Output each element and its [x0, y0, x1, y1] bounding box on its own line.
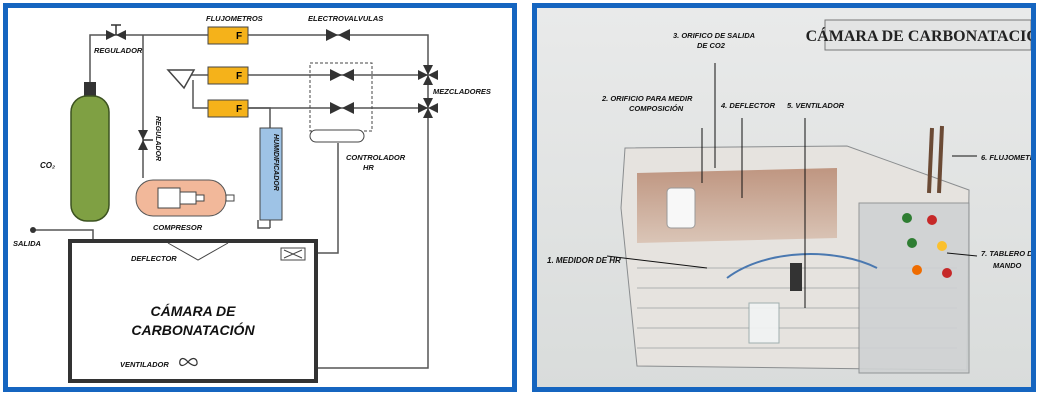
splitter-icon [168, 70, 194, 88]
callout-5: 5. VENTILADOR [787, 101, 845, 110]
flowmeter-low: F [208, 100, 248, 117]
salida-label: SALIDA [13, 239, 41, 248]
flujometros-label: FLUJOMETROS [206, 14, 263, 23]
mezcladores-label: MEZCLADORES [433, 87, 491, 96]
deflector-label: DEFLECTOR [131, 254, 177, 263]
sensor-icon [281, 248, 305, 260]
flowmeter-letter: F [236, 31, 242, 42]
compressor [136, 180, 234, 216]
chamber-photo: CÁMARA DE CARBONATACIÓN 1. MEDIDOR DE HR… [537, 8, 1031, 387]
salida-dot [30, 227, 36, 233]
flowmeter-top: F [208, 27, 248, 44]
mixer-top-icon [418, 65, 438, 85]
mixer-low-icon [418, 98, 438, 118]
carbonation-schematic: CO₂ REGULADOR F F F FLUJOMETROS REGULADO… [8, 8, 512, 387]
electrovalve-mid-icon [330, 69, 354, 81]
callout-6: 6. FLUJOMETROS [981, 153, 1031, 162]
callout-4: 4. DEFLECTOR [720, 101, 776, 110]
chamber-title-line1: CÁMARA DE [150, 303, 236, 319]
hr-meter [667, 188, 695, 228]
regulator-top-icon [106, 25, 126, 40]
callout-7-line2: MANDO [993, 261, 1021, 270]
regulador-top-label: REGULADOR [94, 46, 143, 55]
schematic-panel: CO₂ REGULADOR F F F FLUJOMETROS REGULADO… [3, 3, 517, 392]
electrovalve-top-icon [326, 29, 350, 41]
flowmeter-mid: F [208, 67, 248, 84]
control-board [859, 203, 969, 373]
co2-label: CO₂ [40, 161, 55, 170]
flowmeter-letter: F [236, 71, 242, 82]
controlador-label-line1: CONTROLADOR [346, 153, 406, 162]
photo-title: CÁMARA DE CARBONATACIÓN [806, 26, 1031, 45]
compresor-label: COMPRESOR [153, 223, 203, 232]
callout-7-line1: 7. TABLERO DE [981, 249, 1031, 258]
callout-2-line2: COMPOSICIÓN [629, 104, 684, 113]
chamber-title-line2: CARBONATACIÓN [131, 321, 255, 338]
photo-panel: CÁMARA DE CARBONATACIÓN 1. MEDIDOR DE HR… [532, 3, 1036, 392]
regulator-side-icon [138, 130, 153, 150]
callout-3-line2: DE CO2 [697, 41, 726, 50]
flowmeter-letter: F [236, 104, 242, 115]
controlador-label-line2: HR [363, 163, 374, 172]
electrovalve-low-icon [330, 102, 354, 114]
regulador-side-label: REGULADOR [154, 116, 161, 161]
fan-unit [749, 303, 779, 343]
callout-3-line1: 3. ORIFICO DE SALIDA [673, 31, 755, 40]
valve-group-box [310, 63, 372, 131]
co2-cylinder [71, 82, 109, 221]
humidificador-label: HUMIDIFICADOR [272, 134, 279, 191]
sensor-body [790, 263, 802, 291]
callout-1: 1. MEDIDOR DE HR [547, 256, 621, 265]
ventilador-label: VENTILADOR [120, 360, 169, 369]
electrovalvulas-label: ELECTROVALVULAS [308, 14, 383, 23]
callout-2-line1: 2. ORIFICIO PARA MEDIR [601, 94, 693, 103]
hr-controller [310, 130, 364, 142]
